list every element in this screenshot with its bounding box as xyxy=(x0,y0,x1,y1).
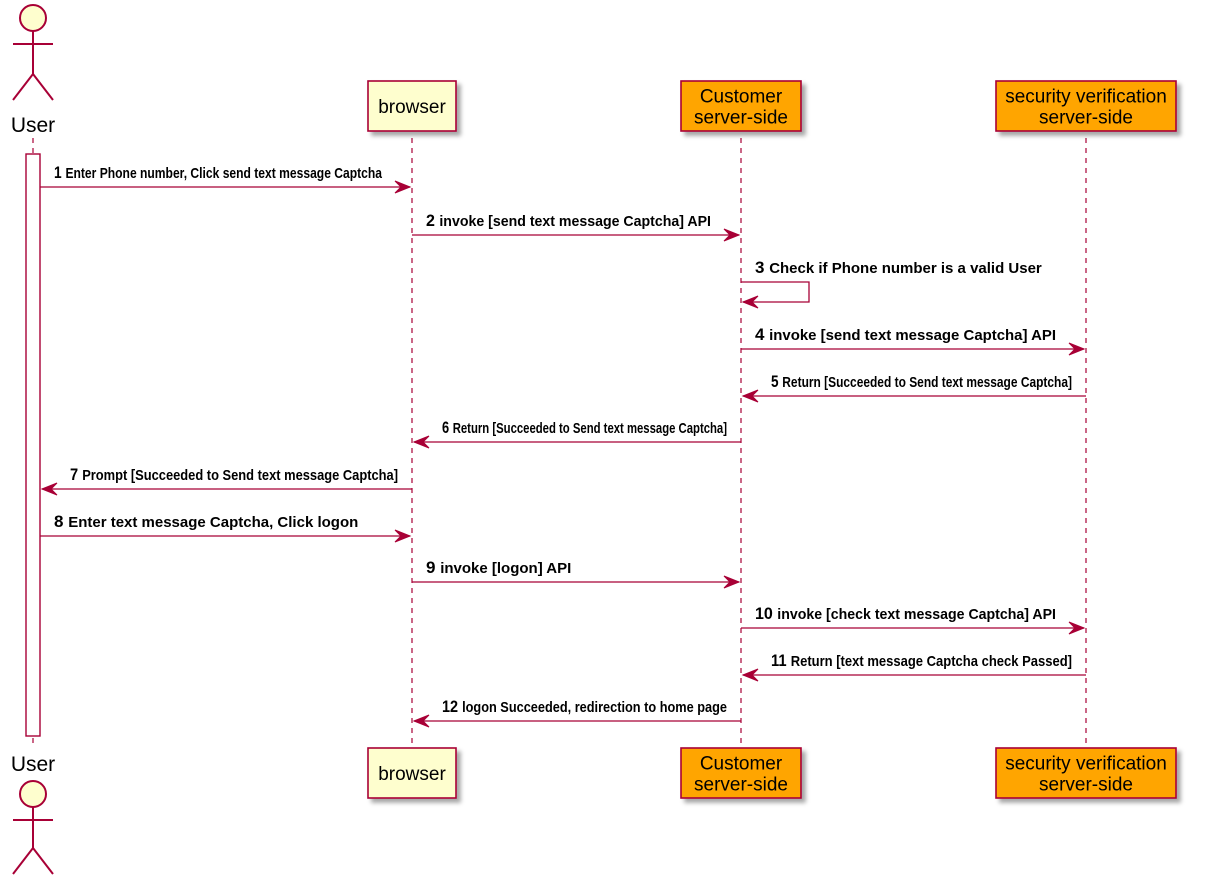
message-number: 11 xyxy=(771,651,791,670)
participant-box xyxy=(367,80,457,132)
message-text: invoke [send text message Captcha] API xyxy=(769,327,1056,344)
message-label: 5 Return [Succeeded to Send text message… xyxy=(771,372,1072,391)
actor-label-bottom: User xyxy=(11,753,55,776)
message-10: 10 invoke [check text message Captcha] A… xyxy=(741,604,1084,629)
message-label: 1 Enter Phone number, Click send text me… xyxy=(54,163,383,182)
arrowhead xyxy=(741,389,759,403)
message-number: 12 xyxy=(442,697,462,716)
participant-label: security verification xyxy=(1005,754,1167,775)
participant-box xyxy=(680,747,802,799)
message-number: 9 xyxy=(426,558,440,577)
message-text: invoke [logon] API xyxy=(440,560,571,577)
message-text: Prompt [Succeeded to Send text message C… xyxy=(82,467,398,484)
arrowhead xyxy=(723,575,741,589)
message-9: 9 invoke [logon] API xyxy=(412,558,739,583)
message-5: 5 Return [Succeeded to Send text message… xyxy=(743,372,1086,397)
participant-browser-bottom: browser xyxy=(367,747,457,799)
participant-label: server-side xyxy=(694,108,788,129)
actor-user-top xyxy=(12,4,54,101)
activation-bar-user xyxy=(25,153,41,737)
arrowhead xyxy=(412,435,430,449)
arrowhead xyxy=(40,482,58,496)
message-text: Enter Phone number, Click send text mess… xyxy=(65,165,382,182)
activations xyxy=(25,153,41,737)
actor-leg-right xyxy=(32,847,54,875)
message-number: 1 xyxy=(54,163,65,182)
arrowhead xyxy=(394,529,412,543)
message-number: 3 xyxy=(755,258,769,277)
message-11: 11 Return [text message Captcha check Pa… xyxy=(743,651,1086,676)
message-number: 5 xyxy=(771,372,782,391)
arrowhead xyxy=(412,714,430,728)
arrowhead xyxy=(741,295,759,309)
message-2: 2 invoke [send text message Captcha] API xyxy=(412,211,739,236)
message-label: 7 Prompt [Succeeded to Send text message… xyxy=(70,465,398,484)
messages: 1 Enter Phone number, Click send text me… xyxy=(40,163,1086,728)
arrowhead xyxy=(394,180,412,194)
arrowhead xyxy=(741,668,759,682)
message-label: 6 Return [Succeeded to Send text message… xyxy=(442,418,727,437)
participant-heads: UserUserbrowserbrowserCustomerserver-sid… xyxy=(11,4,1177,875)
message-label: 2 invoke [send text message Captcha] API xyxy=(426,211,711,230)
message-text: Return [Succeeded to Send text message C… xyxy=(782,374,1072,391)
message-number: 2 xyxy=(426,211,439,230)
message-label: 8 Enter text message Captcha, Click logo… xyxy=(54,512,358,531)
message-text: invoke [send text message Captcha] API xyxy=(439,213,711,230)
arrowhead xyxy=(1068,342,1086,356)
participant-box xyxy=(680,80,802,132)
participant-label: server-side xyxy=(694,775,788,796)
message-number: 6 xyxy=(442,418,453,437)
participant-label: browser xyxy=(378,97,446,118)
message-number: 8 xyxy=(54,512,68,531)
message-1: 1 Enter Phone number, Click send text me… xyxy=(40,163,410,188)
participant-label: server-side xyxy=(1039,108,1133,129)
message-text: Return [text message Captcha check Passe… xyxy=(791,653,1072,670)
message-6: 6 Return [Succeeded to Send text message… xyxy=(414,418,741,443)
message-label: 3 Check if Phone number is a valid User xyxy=(755,258,1042,277)
message-line xyxy=(741,281,810,303)
message-label: 11 Return [text message Captcha check Pa… xyxy=(771,651,1072,670)
participant-label: security verification xyxy=(1005,87,1167,108)
participant-browser-top: browser xyxy=(367,80,457,132)
message-8: 8 Enter text message Captcha, Click logo… xyxy=(40,512,410,537)
actor-leg-left xyxy=(12,847,34,875)
message-label: 9 invoke [logon] API xyxy=(426,558,571,577)
message-4: 4 invoke [send text message Captcha] API xyxy=(741,325,1084,350)
message-text: Check if Phone number is a valid User xyxy=(769,260,1042,277)
participant-box xyxy=(995,80,1177,132)
participant-label: server-side xyxy=(1039,775,1133,796)
message-number: 10 xyxy=(755,604,777,623)
message-12: 12 logon Succeeded, redirection to home … xyxy=(414,697,741,722)
participant-box xyxy=(995,747,1177,799)
participant-box xyxy=(367,747,457,799)
message-number: 7 xyxy=(70,465,82,484)
message-3: 3 Check if Phone number is a valid User xyxy=(741,258,1042,303)
message-label: 4 invoke [send text message Captcha] API xyxy=(755,325,1056,344)
actor-leg-left xyxy=(12,73,34,101)
message-text: invoke [check text message Captcha] API xyxy=(777,606,1056,623)
actor-user-bottom xyxy=(12,780,54,875)
message-text: logon Succeeded, redirection to home pag… xyxy=(462,699,727,716)
message-text: Return [Succeeded to Send text message C… xyxy=(453,420,727,437)
message-number: 4 xyxy=(755,325,769,344)
actor-leg-right xyxy=(32,73,54,101)
message-label: 10 invoke [check text message Captcha] A… xyxy=(755,604,1056,623)
participant-label: Customer xyxy=(700,754,783,775)
actor-head xyxy=(19,780,47,808)
message-text: Enter text message Captcha, Click logon xyxy=(68,514,358,531)
participant-label: Customer xyxy=(700,87,783,108)
participant-label: browser xyxy=(378,764,446,785)
arrowhead xyxy=(1068,621,1086,635)
arrowhead xyxy=(723,228,741,242)
actor-head xyxy=(19,4,47,32)
message-label: 12 logon Succeeded, redirection to home … xyxy=(442,697,727,716)
actor-label: User xyxy=(11,114,55,137)
message-7: 7 Prompt [Succeeded to Send text message… xyxy=(42,465,412,490)
